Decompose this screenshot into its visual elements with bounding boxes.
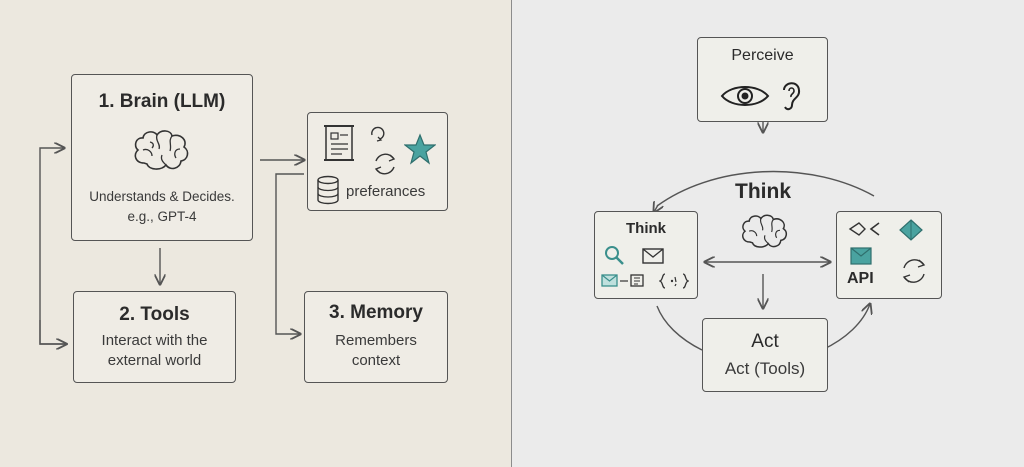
memory-desc-line2: context bbox=[351, 352, 401, 369]
left-diagram-panel: 1. Brain (LLM) Understands & Decides. e.… bbox=[0, 0, 511, 467]
api-box: API bbox=[836, 211, 942, 299]
act-desc: Act (Tools) bbox=[724, 359, 806, 378]
gear-cycle-icon bbox=[371, 126, 385, 142]
brain-box: 1. Brain (LLM) Understands & Decides. e.… bbox=[71, 74, 253, 241]
arrow-to-memory bbox=[275, 173, 304, 334]
mail-transfer-icon bbox=[601, 274, 644, 287]
tools-box: 2. Tools Interact with the external worl… bbox=[73, 291, 236, 383]
think-box-title: Think bbox=[626, 220, 666, 237]
act-box: Act Act (Tools) bbox=[702, 318, 828, 392]
eye-icon bbox=[720, 86, 770, 106]
arrow-loop-to-brain bbox=[39, 148, 68, 345]
center-think-label: Think bbox=[735, 180, 791, 203]
tools-desc-line2: external world bbox=[107, 352, 202, 369]
arrow-loop-to-tools bbox=[39, 320, 66, 344]
cycle-arc-top bbox=[656, 170, 875, 207]
left-connectors bbox=[39, 0, 511, 467]
tools-desc-line1: Interact with the bbox=[101, 332, 208, 349]
brain-desc-line2: e.g., GPT-4 bbox=[127, 209, 197, 224]
perceive-title: Perceive bbox=[731, 47, 794, 64]
code-tag-icon bbox=[848, 222, 880, 236]
memory-desc-line1: Remembers bbox=[335, 332, 417, 349]
center-brain-icon bbox=[742, 214, 788, 248]
panel-divider bbox=[511, 0, 512, 467]
star-icon bbox=[404, 133, 436, 165]
brain-desc-line1: Understands & Decides. bbox=[89, 189, 235, 204]
memory-store-box: preferances bbox=[307, 112, 448, 211]
database-icon bbox=[317, 175, 339, 205]
envelope-icon bbox=[642, 248, 664, 264]
right-connectors bbox=[512, 122, 875, 351]
refresh-cycle-icon bbox=[374, 153, 396, 175]
magnifier-icon bbox=[605, 246, 624, 265]
memory-store-label: preferances bbox=[346, 183, 426, 200]
api-label: API bbox=[847, 270, 874, 287]
memory-title: 3. Memory bbox=[329, 302, 423, 323]
cycle-arc-bottom-right bbox=[821, 304, 870, 351]
perceive-box: Perceive bbox=[697, 37, 828, 122]
cycle-arc-bottom-left bbox=[656, 305, 703, 351]
code-braces-icon bbox=[659, 273, 689, 289]
memory-box: 3. Memory Remembers context bbox=[304, 291, 448, 383]
brain-title: 1. Brain (LLM) bbox=[98, 91, 226, 112]
ear-icon bbox=[783, 82, 801, 111]
diamond-icon bbox=[899, 219, 923, 241]
teal-box-icon bbox=[850, 247, 872, 265]
tools-title: 2. Tools bbox=[119, 304, 190, 325]
scroll-document-icon bbox=[324, 125, 354, 161]
act-title: Act bbox=[751, 331, 779, 352]
refresh-cycle-icon-api bbox=[902, 259, 926, 283]
think-box: Think bbox=[594, 211, 698, 299]
right-diagram-panel: Perceive Think Think bbox=[512, 0, 1024, 467]
brain-icon bbox=[134, 130, 189, 170]
